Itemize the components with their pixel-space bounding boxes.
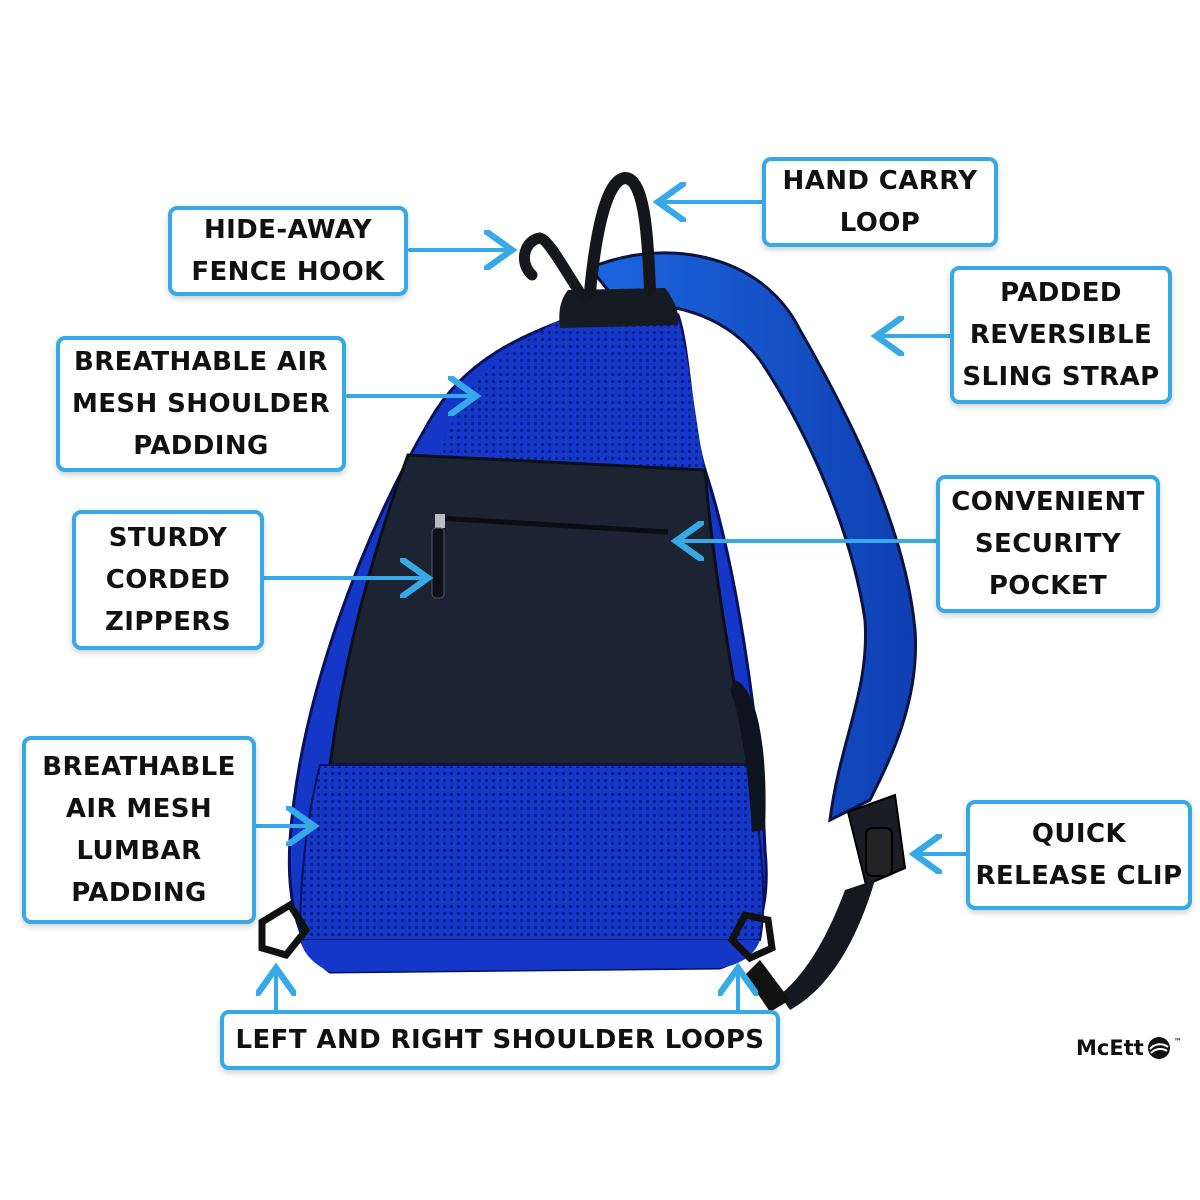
callout-line: FENCE HOOK: [191, 257, 385, 287]
callout-sling-strap: PADDED REVERSIBLE SLING STRAP: [950, 266, 1172, 404]
callout-line: SLING STRAP: [962, 362, 1160, 392]
callout-line: ZIPPERS: [105, 607, 231, 637]
callout-release-clip: QUICK RELEASE CLIP: [966, 800, 1192, 910]
callout-line: PADDED: [1000, 278, 1122, 308]
callout-line: AIR MESH: [65, 794, 213, 824]
callout-line: LEFT AND RIGHT SHOULDER LOOPS: [235, 1025, 765, 1055]
callout-lumbar-padding: BREATHABLE AIR MESH LUMBAR PADDING: [22, 736, 256, 924]
callout-line: SECURITY: [974, 529, 1122, 559]
callout-line: PADDING: [71, 878, 207, 908]
callout-security-pocket: CONVENIENT SECURITY POCKET: [936, 475, 1160, 613]
callout-line: HIDE-AWAY: [203, 215, 373, 245]
globe-swirl-icon: [1147, 1037, 1170, 1059]
callout-hand-carry-loop: HAND CARRY LOOP: [762, 157, 998, 247]
callout-line: CONVENIENT: [951, 487, 1145, 517]
trademark-symbol: ™: [1173, 1037, 1182, 1046]
callout-line: POCKET: [988, 571, 1108, 601]
callout-line: PADDING: [133, 431, 269, 461]
brand-name: McEtt: [1076, 1036, 1144, 1060]
callout-line: RELEASE CLIP: [975, 861, 1183, 891]
release-clip: [865, 827, 893, 877]
callout-shoulder-padding: BREATHABLE AIR MESH SHOULDER PADDING: [56, 336, 346, 472]
callout-line: QUICK: [1031, 819, 1127, 849]
callout-shoulder-loops: LEFT AND RIGHT SHOULDER LOOPS: [220, 1010, 780, 1070]
callout-zippers: STURDY CORDED ZIPPERS: [72, 510, 264, 650]
callout-line: LOOP: [839, 208, 921, 238]
callout-line: STURDY: [108, 523, 228, 553]
callout-line: LUMBAR: [76, 836, 202, 866]
callout-line: MESH SHOULDER: [71, 389, 330, 419]
callout-line: HAND CARRY: [782, 166, 978, 196]
brand-logo: McEtt ™: [1076, 1035, 1182, 1061]
callout-line: CORDED: [105, 565, 231, 595]
callout-arrows: [254, 202, 968, 1012]
callout-line: REVERSIBLE: [969, 320, 1153, 350]
callout-line: BREATHABLE AIR: [74, 347, 328, 377]
callout-fence-hook: HIDE-AWAY FENCE HOOK: [168, 206, 408, 296]
callout-line: BREATHABLE: [42, 752, 236, 782]
